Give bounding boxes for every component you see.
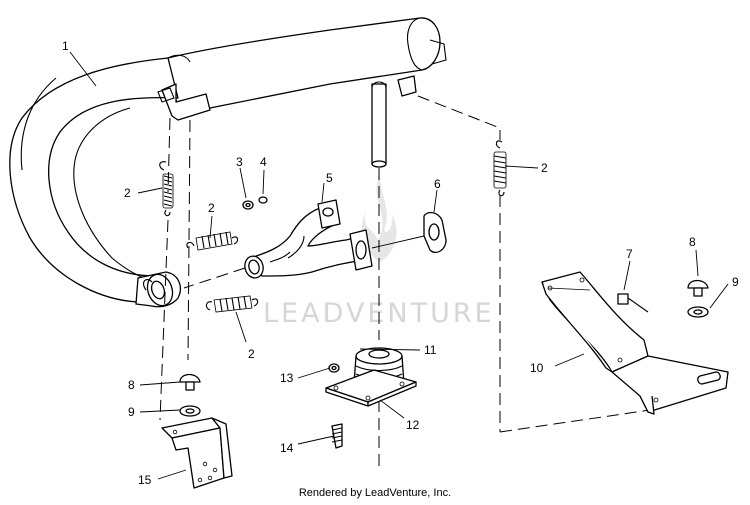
callout-2-middle-lower: 2 — [248, 347, 255, 361]
alignment-lines — [159, 95, 651, 470]
callout-6: 6 — [434, 177, 441, 191]
pin-part-7 — [617, 293, 649, 313]
callout-8-left: 8 — [128, 378, 135, 392]
callout-7: 7 — [626, 247, 633, 261]
exhaust-y-pipe — [244, 199, 373, 279]
callout-4: 4 — [260, 155, 267, 169]
gasket-part-6 — [371, 211, 447, 254]
footer-credit: Rendered by LeadVenture, Inc. — [298, 487, 452, 499]
washer-part-9-left — [179, 405, 201, 417]
spring-right-vertical — [493, 140, 507, 197]
leadventure-watermark: LEADVENTURE — [263, 175, 495, 329]
screw-part-14 — [331, 423, 343, 449]
callout-9-right: 9 — [732, 275, 739, 289]
washer-part-9-right — [687, 306, 709, 318]
bumper-part-8-right — [687, 279, 709, 297]
spring-middle-lower — [205, 295, 259, 313]
callout-1: 1 — [62, 39, 69, 53]
callout-3: 3 — [236, 155, 243, 169]
spring-middle-upper — [186, 231, 239, 251]
callout-10: 10 — [530, 361, 544, 375]
callout-5: 5 — [326, 171, 333, 185]
leader-lines — [69, 51, 729, 480]
callout-8-right: 8 — [689, 235, 696, 249]
bracket-part-10 — [541, 271, 729, 415]
callout-labels: 1 2 2 2 2 3 4 5 6 7 8 8 9 9 10 11 12 13 … — [62, 39, 739, 487]
callout-2-left: 2 — [124, 186, 131, 200]
callout-14: 14 — [280, 441, 294, 455]
callout-2-right: 2 — [541, 161, 548, 175]
washer-part-4 — [258, 196, 268, 204]
spring-left-vertical — [159, 161, 174, 217]
callout-11: 11 — [424, 343, 437, 357]
bumper-part-8-left — [179, 373, 201, 391]
muffler — [9, 17, 447, 308]
callout-9-left: 9 — [128, 405, 135, 419]
callout-12: 12 — [406, 418, 420, 432]
bracket-part-15 — [161, 417, 233, 489]
callout-13: 13 — [280, 371, 294, 385]
watermark-text: LEADVENTURE — [263, 298, 495, 329]
nut-part-3 — [242, 200, 254, 210]
callout-2-middle-upper: 2 — [208, 201, 215, 215]
callout-15: 15 — [138, 473, 152, 487]
nut-part-13 — [328, 363, 340, 373]
